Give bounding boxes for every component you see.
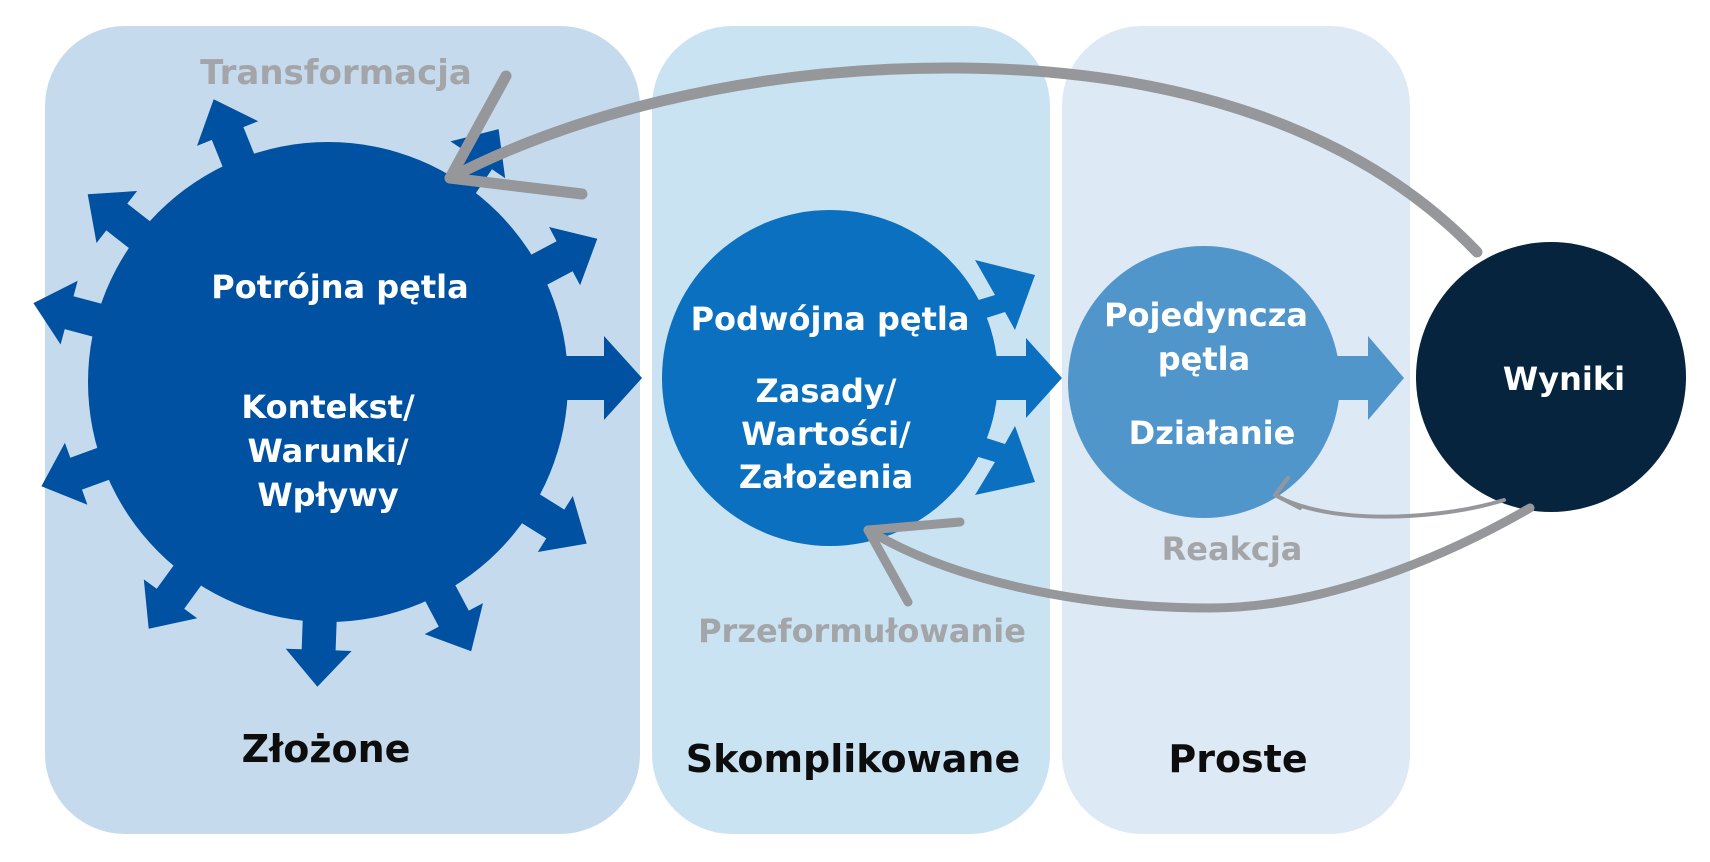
panel-label-complicated: Skomplikowane — [686, 737, 1021, 781]
single-loop-title-2: pętla — [1158, 340, 1250, 378]
triple-loop-line-1: Kontekst/ — [241, 388, 415, 426]
double-loop-title: Podwójna pętla — [691, 300, 970, 338]
double-loop-line-2: Wartości/ — [741, 415, 911, 453]
triple-loop-title: Potrójna pętla — [211, 268, 468, 306]
arrow-double-to-single — [990, 338, 1062, 418]
single-loop-title-1: Pojedyncza — [1104, 296, 1308, 334]
arrow-double-out-upper — [972, 260, 1035, 330]
double-loop-line-1: Zasady/ — [756, 372, 897, 410]
circle-single-loop — [1068, 246, 1340, 518]
label-reaction: Reakcja — [1162, 530, 1303, 568]
circle-triple-loop — [88, 142, 568, 622]
results-title: Wyniki — [1503, 360, 1625, 398]
arrow-single-to-results — [1336, 336, 1404, 420]
panel-label-simple: Proste — [1168, 737, 1307, 781]
triple-loop-line-2: Warunki/ — [247, 432, 408, 470]
circle-results — [1416, 242, 1686, 512]
label-reframing: Przeformułowanie — [698, 612, 1026, 650]
reframing-arrowhead — [863, 517, 965, 607]
arrow-double-out-lower — [972, 426, 1035, 495]
single-loop-subtitle: Działanie — [1129, 414, 1296, 452]
feedback-arc-transformation — [444, 62, 1483, 258]
transformation-arrowhead — [444, 70, 588, 200]
circle-double-loop — [662, 210, 998, 546]
panel-label-complex: Złożone — [242, 727, 411, 771]
triple-loop-line-3: Wpływy — [257, 476, 399, 514]
label-transformation: Transformacja — [200, 53, 472, 93]
feedback-arc-reframing — [863, 503, 1535, 613]
double-loop-line-3: Założenia — [739, 458, 913, 496]
reaction-arrowhead — [1273, 476, 1302, 510]
arrow-triple-to-double — [566, 336, 642, 420]
